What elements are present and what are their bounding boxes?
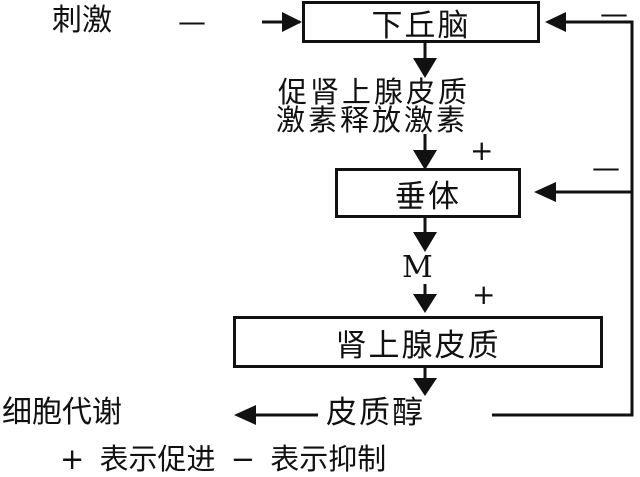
feedback-sign-mid: — xyxy=(592,151,620,184)
crh-sign: + xyxy=(470,134,494,167)
hypothalamus-box: 下丘脑 xyxy=(302,1,540,44)
pituitary-box: 垂体 xyxy=(335,168,521,218)
adrenal-cortex-label: 肾上腺皮质 xyxy=(335,327,501,364)
stimulus-sign: — xyxy=(178,5,206,38)
crh-label-line2: 激素释放激素 xyxy=(276,103,469,137)
acth-label: M xyxy=(402,250,433,285)
cortisol-label: 皮质醇 xyxy=(326,395,425,431)
acth-sign: + xyxy=(472,278,496,311)
cell-metabolism-label: 细胞代谢 xyxy=(2,395,122,430)
stimulus-arrowhead xyxy=(282,12,302,32)
feedback-loop-line xyxy=(492,20,634,417)
watermark-text: 头条 @钱医生在线 xyxy=(492,451,626,470)
adrenal-cortex-box: 肾上腺皮质 xyxy=(233,316,603,368)
feedback-mid-arrowhead xyxy=(534,182,556,202)
legend: + 表示促进 − 表示抑制 xyxy=(60,442,387,476)
feedback-top-arrowhead xyxy=(545,12,566,32)
pituitary-label: 垂体 xyxy=(395,178,461,215)
hypothalamus-label: 下丘脑 xyxy=(371,7,471,44)
feedback-sign-top: — xyxy=(600,0,628,30)
stimulus-label: 刺激 xyxy=(52,3,112,38)
crh-label-line1: 促肾上腺皮质 xyxy=(278,75,471,109)
